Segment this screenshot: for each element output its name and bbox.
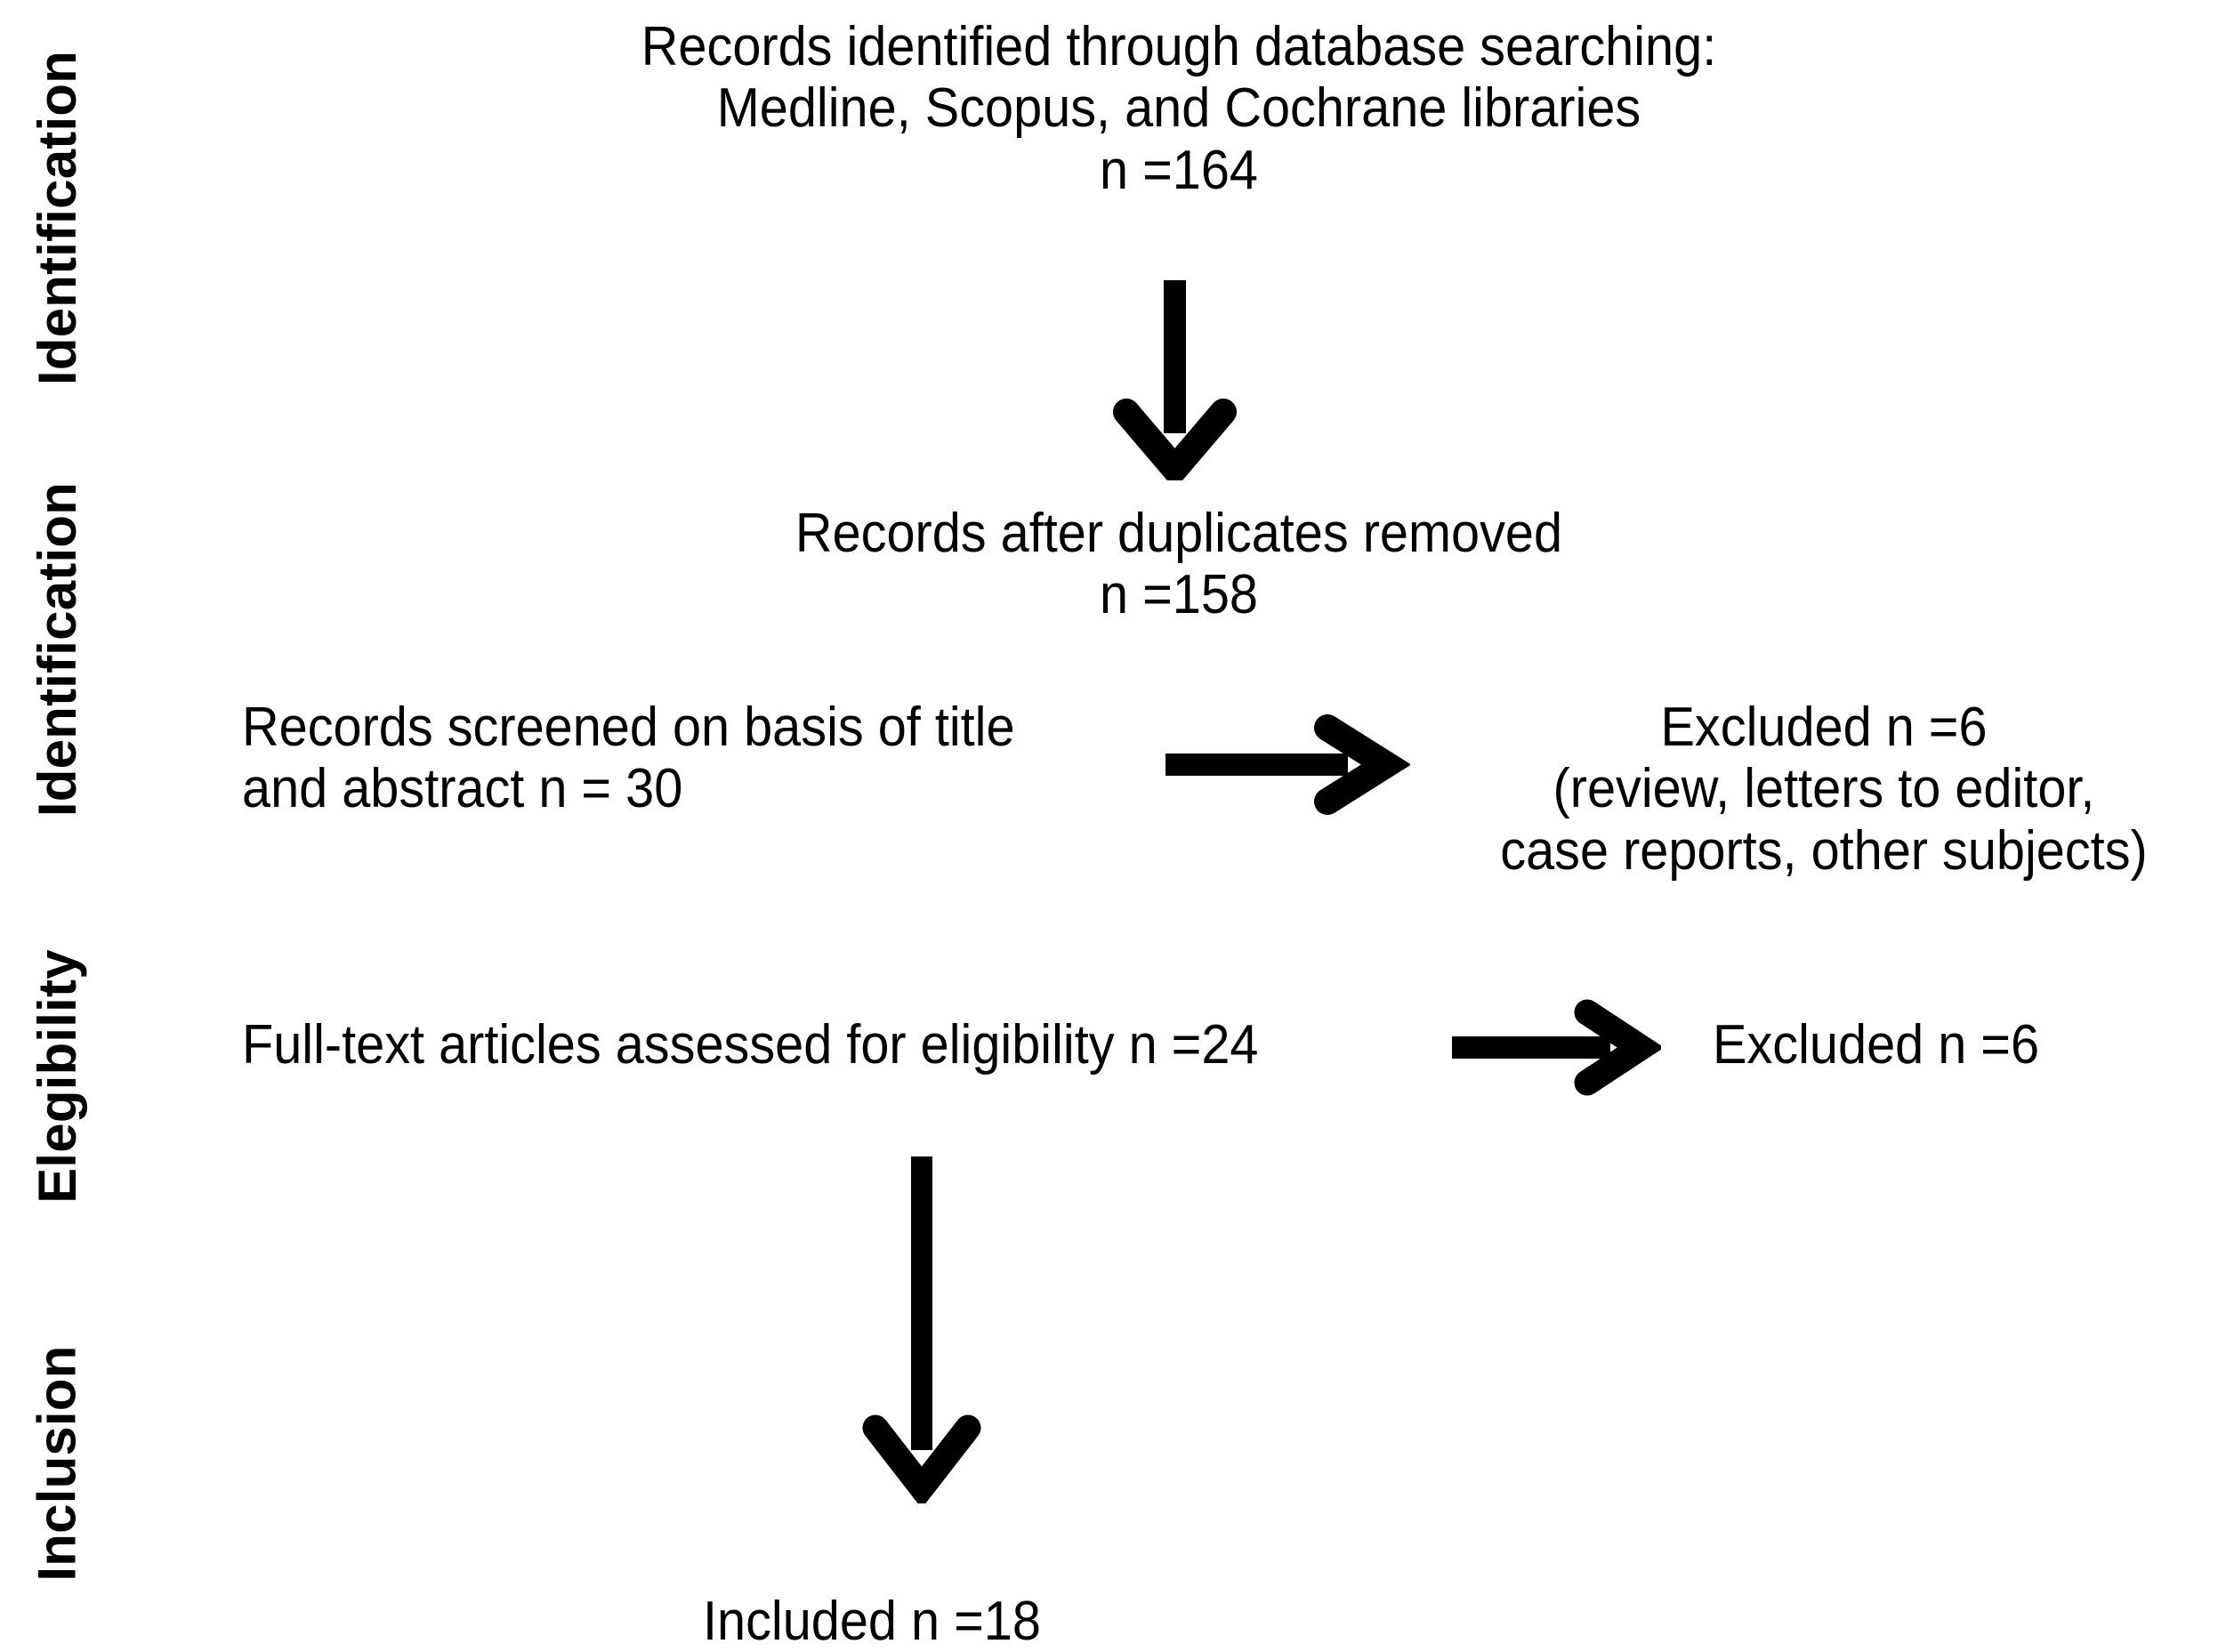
node-records-screened: Records screened on basis of title and a…: [242, 697, 1015, 820]
node-records-after-duplicates-removed: Records after duplicates removed n =158: [794, 503, 1563, 626]
arrow-right-screened-to-excluded: [1165, 712, 1410, 818]
stage-label-text: Elegibility: [28, 949, 87, 1204]
stage-label-elegibility: Elegibility: [0, 890, 116, 1263]
stage-label-inclusion: Inclusion: [0, 1281, 116, 1646]
arrow-right-fulltext-to-excluded: [1452, 998, 1661, 1098]
arrow-down-fulltext-to-included: [854, 1156, 996, 1503]
node-excluded-eligibility: Excluded n =6: [1713, 1014, 2040, 1076]
stage-label-text: Identification: [28, 50, 88, 386]
stage-label-text: Inclusion: [28, 1345, 87, 1582]
arrow-down-identified-to-duplicates: [1103, 280, 1254, 480]
node-included: Included n =18: [703, 1591, 1041, 1652]
node-excluded-screening: Excluded n =6 (review, letters to editor…: [1500, 697, 2148, 882]
stage-label-identification-1: Identification: [0, 9, 116, 427]
stage-label-text: Identification: [28, 481, 88, 818]
stage-label-identification-2: Identification: [0, 436, 116, 863]
node-full-text-assessed: Full-text articles assessed for eligibil…: [242, 1014, 1259, 1076]
node-records-identified: Records identified through database sear…: [641, 16, 1717, 201]
